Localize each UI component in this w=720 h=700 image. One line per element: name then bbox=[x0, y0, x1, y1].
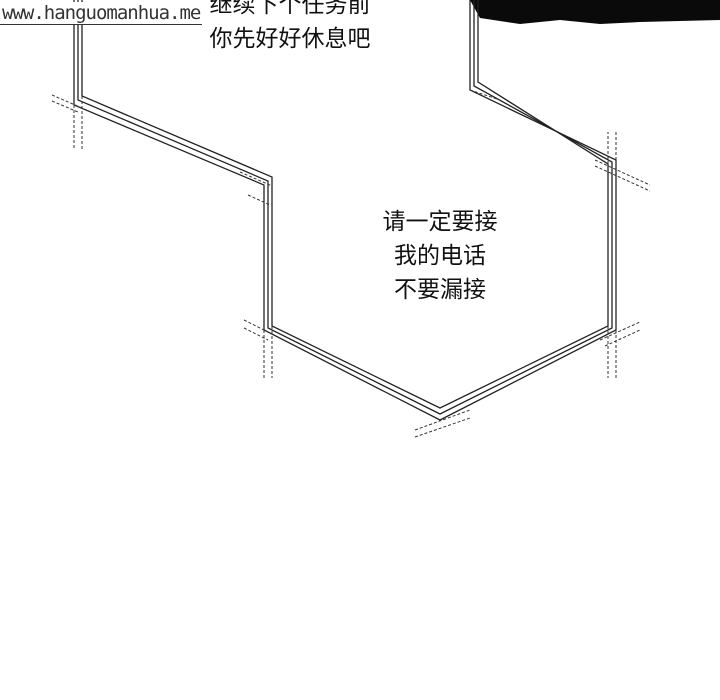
speech-line: 继续下个任务前 bbox=[209, 0, 371, 18]
speech-line: 不要漏接 bbox=[394, 277, 486, 303]
watermark: www.hanguomanhua.me bbox=[0, 2, 203, 25]
speech-text-top: 继续下个任务前 你先好好休息吧 bbox=[180, 0, 400, 56]
hexagon-frame bbox=[73, 0, 617, 421]
sketch-overshoot-lines bbox=[51, 89, 651, 438]
speech-line: 你先好好休息吧 bbox=[209, 26, 371, 52]
speech-line: 我的电话 bbox=[394, 243, 486, 269]
dark-patch bbox=[470, 0, 720, 24]
speech-text-middle: 请一定要接 我的电话 不要漏接 bbox=[340, 205, 540, 307]
speech-line: 请一定要接 bbox=[382, 209, 498, 235]
